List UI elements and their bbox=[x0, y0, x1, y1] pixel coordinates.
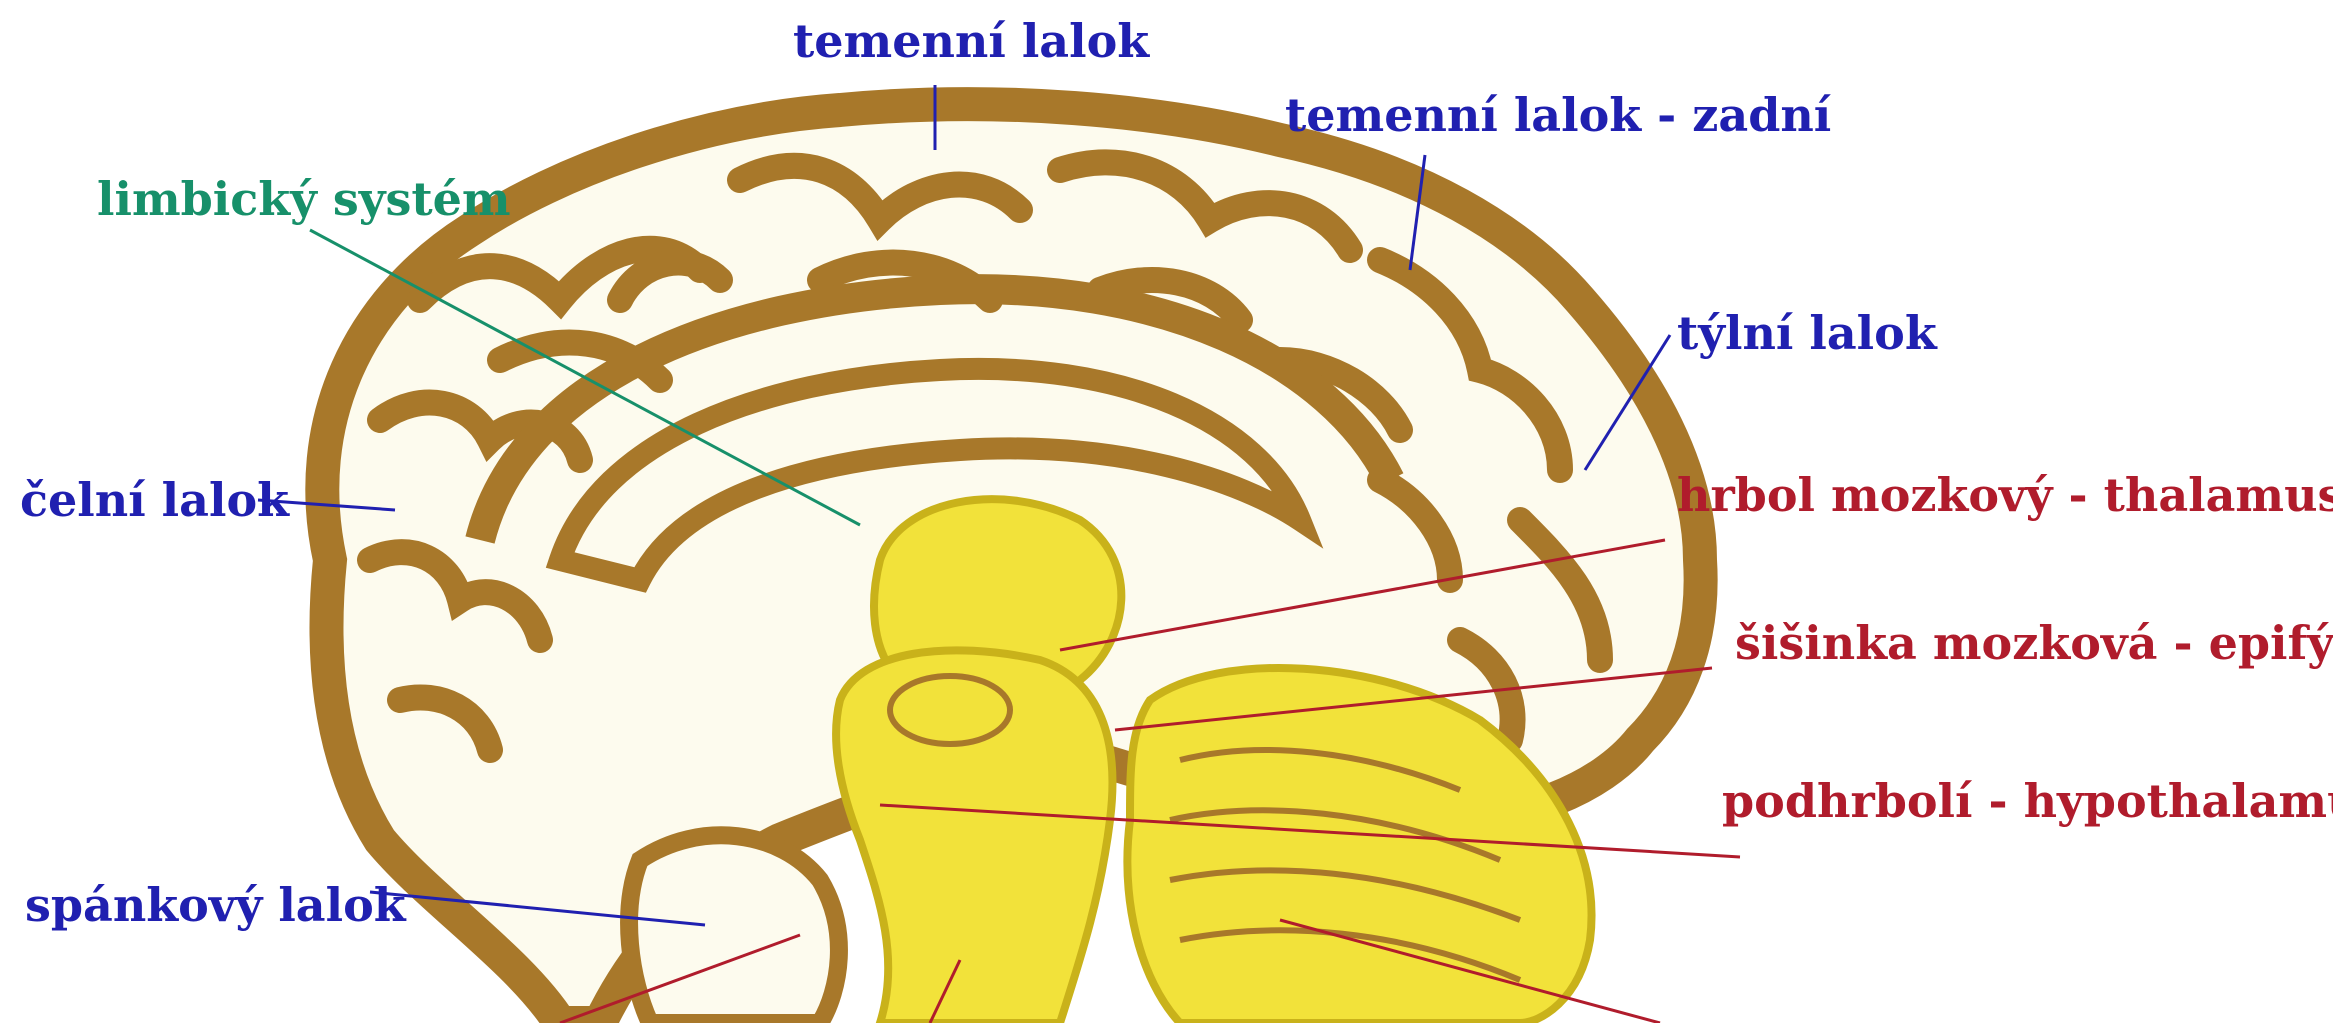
pineal-region bbox=[890, 676, 1010, 744]
label-thalamus: hrbol mozkový - thalamus bbox=[1677, 472, 2333, 518]
label-frontal-lobe: čelní lalok bbox=[20, 477, 289, 523]
label-parietal-lobe: temenní lalok bbox=[793, 18, 1149, 64]
label-parietal-posterior: temenní lalok - zadní bbox=[1285, 92, 1831, 138]
label-temporal-lobe: spánkový lalok bbox=[25, 882, 406, 928]
label-occipital-lobe: týlní lalok bbox=[1677, 310, 1937, 356]
label-limbic-system: limbický systém bbox=[97, 176, 511, 222]
label-hypothalamus: podhrbolí - hypothalamus bbox=[1722, 778, 2333, 824]
temporal-pole bbox=[629, 835, 839, 1023]
label-epiphysis: šišinka mozková - epifýza bbox=[1735, 620, 2333, 666]
